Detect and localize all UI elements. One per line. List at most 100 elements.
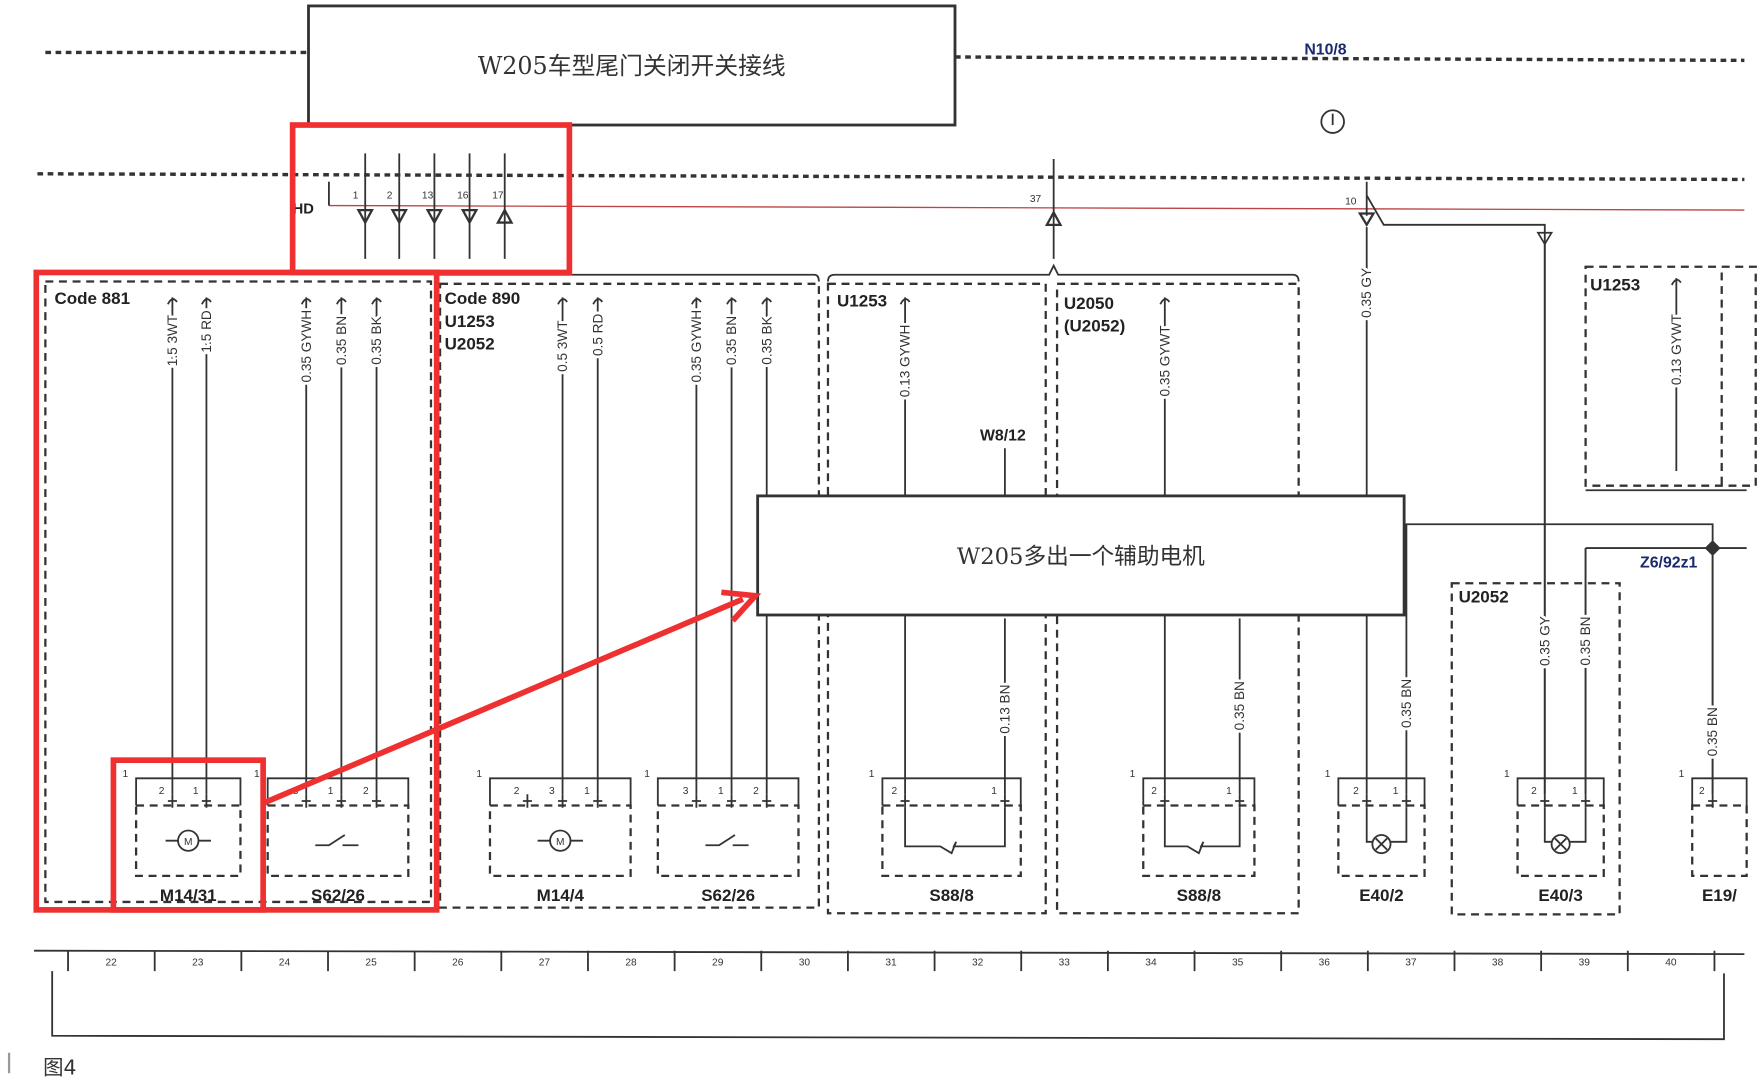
wire-end-icon xyxy=(726,298,737,305)
component-label: S88/8 xyxy=(929,886,973,905)
ruler-label: 38 xyxy=(1492,957,1504,968)
connector-pin-number: 1 xyxy=(353,191,359,202)
wire-label: 0.35 GYWH xyxy=(689,310,704,383)
component-pin-number: 2 xyxy=(1531,786,1537,797)
highlight-m14-31 xyxy=(110,757,266,913)
group-label: Code 881 xyxy=(54,289,130,308)
pin-arrow-icon xyxy=(460,208,479,225)
component-pin-one: 1 xyxy=(1130,769,1136,780)
group-box-u1253-right xyxy=(1584,265,1757,487)
ruler-label: 36 xyxy=(1319,957,1331,968)
wire-label: 0.35 BN xyxy=(1232,681,1247,730)
wire-label: 0.5 RD xyxy=(590,313,605,356)
wire-label: 0.13 BN xyxy=(997,685,1012,734)
component-label: E40/3 xyxy=(1538,886,1582,905)
hd-label: HD xyxy=(293,201,315,217)
group-label: U2052 xyxy=(1459,588,1509,607)
contact-switch-icon xyxy=(904,807,1006,855)
pin-arrow-icon xyxy=(356,208,374,225)
component-pin-one: 1 xyxy=(254,769,260,780)
group-label: U1253 xyxy=(445,312,495,331)
group-bracket xyxy=(436,263,1300,282)
figure-caption: 图4 xyxy=(43,1055,76,1078)
connector-pin-number: 2 xyxy=(387,191,393,202)
component-label: S62/26 xyxy=(701,886,755,905)
component-label: M14/31 xyxy=(160,886,217,905)
component-pin-number: 2 xyxy=(363,786,369,797)
title-box xyxy=(307,4,957,127)
w8-label: W8/12 xyxy=(980,427,1026,444)
component-pin-number: 1 xyxy=(584,786,590,797)
connector-pin-number: 13 xyxy=(422,191,434,202)
svg-text:M: M xyxy=(184,837,193,848)
group-label: U2052 xyxy=(445,335,495,354)
wire-label: 0.35 BN xyxy=(724,316,739,365)
group-label: (U2052) xyxy=(1064,316,1125,335)
ruler-label: 40 xyxy=(1665,957,1677,968)
group-label: U1253 xyxy=(837,291,887,310)
bracket xyxy=(51,971,1725,1041)
component-pin-one: 1 xyxy=(869,769,875,780)
lamp-icon xyxy=(1550,834,1571,855)
wire-end-icon xyxy=(761,298,773,305)
wire-end-icon xyxy=(592,298,604,305)
connector-pin-number: 17 xyxy=(492,191,504,202)
component-label: E19/ xyxy=(1702,886,1737,905)
ruler-label: 25 xyxy=(365,957,377,968)
component-pin-number: 3 xyxy=(549,786,555,797)
pin-arrow-icon xyxy=(1536,231,1554,246)
component-pin-number: 3 xyxy=(683,786,689,797)
component-pin-number: 2 xyxy=(1151,786,1157,797)
component-pin-number: 1 xyxy=(1572,786,1578,797)
component-pin-one: 1 xyxy=(122,769,128,780)
wire-label: 0.35 BN xyxy=(1399,679,1414,728)
ruler-label: 32 xyxy=(972,957,984,968)
component-pin-number: 2 xyxy=(1353,786,1359,797)
component-pin-number: 1 xyxy=(991,786,997,797)
component-pin-one: 1 xyxy=(476,769,482,780)
bus-line-mid xyxy=(37,172,1745,182)
pin-arrow-icon xyxy=(496,207,514,224)
component-pin-number: 1 xyxy=(328,786,334,797)
wire-label: 1.5 RD xyxy=(199,310,214,353)
svg-text:M: M xyxy=(556,837,565,848)
wire-end-icon xyxy=(371,298,382,305)
component-label: S88/8 xyxy=(1177,886,1221,905)
wire-end-icon xyxy=(899,298,911,305)
component-pin-one: 1 xyxy=(644,769,650,780)
wire-label: 0.13 GYWH xyxy=(898,325,913,398)
ruler-label: 33 xyxy=(1059,957,1071,968)
ruler-label: 37 xyxy=(1405,957,1417,968)
contact-switch-icon xyxy=(1163,807,1241,855)
arrow-icon xyxy=(262,589,762,806)
component-pin-one: 1 xyxy=(1679,769,1685,780)
wire-pin10-branch xyxy=(1365,181,1546,795)
wire-label: 0.35 BK xyxy=(369,316,384,364)
wire-label: 1.5 3WT xyxy=(165,315,180,366)
ruler-label: 22 xyxy=(105,957,117,968)
note-box xyxy=(756,494,1406,617)
component-pin-number: 1 xyxy=(1393,786,1399,797)
wire-label: 0.35 GYWT xyxy=(1157,325,1172,396)
component-label: M14/4 xyxy=(537,886,585,905)
hd-line xyxy=(328,204,1745,211)
group-label: Code 890 xyxy=(445,289,521,308)
wire-label: 0.5 3WT xyxy=(555,320,570,371)
wire-end-icon xyxy=(201,298,212,305)
lamp-icon xyxy=(1371,834,1392,855)
component-pin-number: 1 xyxy=(1226,786,1232,797)
components: 121MM14/311312S62/261231MM14/41312S62/26… xyxy=(122,769,1748,905)
group-box-u2052 xyxy=(1450,582,1621,916)
ruler-label: 34 xyxy=(1145,957,1157,968)
component-pin-one: 1 xyxy=(1504,769,1510,780)
connector-pin-number: 37 xyxy=(1030,194,1042,205)
